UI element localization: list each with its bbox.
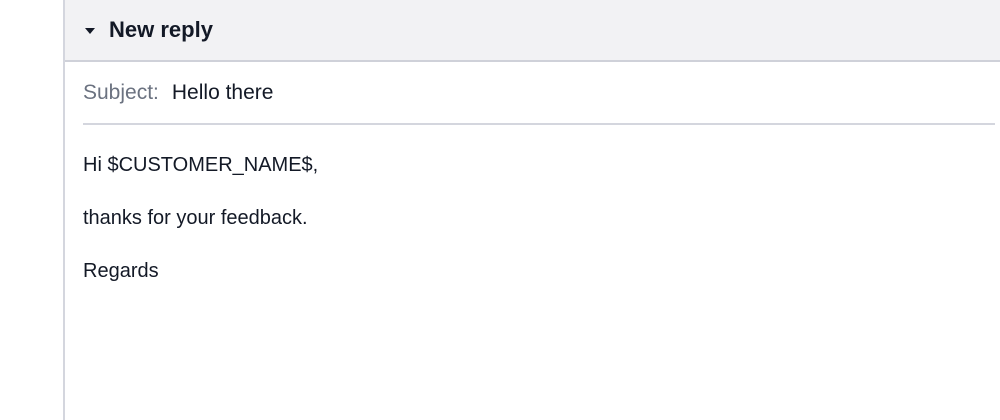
new-reply-panel: New reply Subject: Hello there Hi $CUSTO…: [63, 0, 1000, 420]
subject-input[interactable]: Hello there: [171, 80, 274, 104]
body-line-signoff: Regards: [83, 260, 159, 282]
subject-label: Subject:: [83, 80, 159, 104]
body-line-greeting: Hi $CUSTOMER_NAME$,: [83, 154, 319, 176]
panel-title: New reply: [109, 17, 213, 42]
subject-field[interactable]: Subject: Hello there: [83, 62, 995, 125]
message-body-editor[interactable]: Hi $CUSTOMER_NAME$, thanks for your feed…: [83, 125, 1000, 283]
caret-down-icon[interactable]: [85, 27, 95, 34]
body-line-message: thanks for your feedback.: [83, 207, 308, 229]
new-reply-header[interactable]: New reply: [65, 0, 1000, 62]
